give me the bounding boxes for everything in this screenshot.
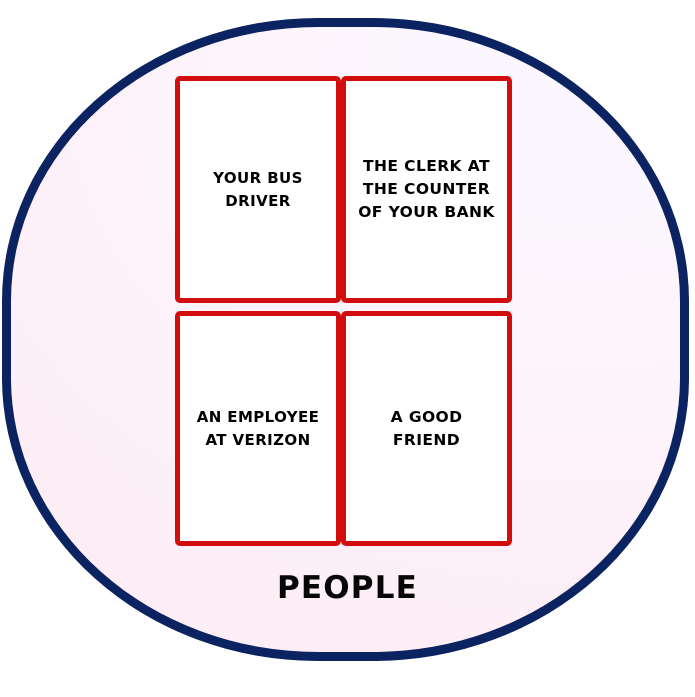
card-bus-driver-label: YOUR BUS DRIVER (213, 169, 303, 210)
card-good-friend-label: A GOOD FRIEND (390, 407, 463, 449)
card-bank-clerk[interactable]: THE CLERK AT THE COUNTER OF YOUR BANK (341, 76, 512, 303)
card-bank-clerk-label: THE CLERK AT THE COUNTER OF YOUR BANK (358, 157, 495, 221)
card-verizon-employee-label: AN EMPLOYEE AT VERIZON (196, 408, 320, 449)
people-caption-label: PEOPLE (276, 570, 419, 606)
people-card-grid: YOUR BUS DRIVER THE CLERK AT THE COUNTER… (175, 76, 512, 546)
card-bus-driver[interactable]: YOUR BUS DRIVER (175, 76, 341, 303)
card-verizon-employee[interactable]: AN EMPLOYEE AT VERIZON (175, 311, 341, 546)
people-caption: PEOPLE (0, 570, 695, 606)
card-good-friend[interactable]: A GOOD FRIEND (341, 311, 512, 546)
